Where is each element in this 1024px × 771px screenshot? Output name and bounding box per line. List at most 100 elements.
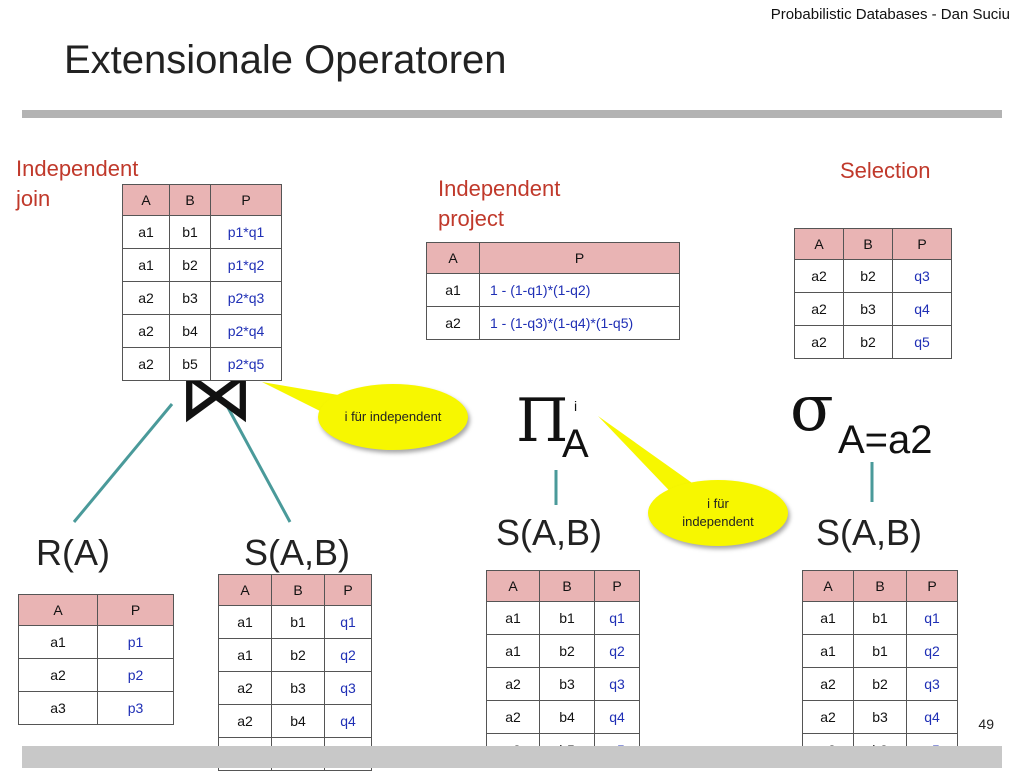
cell-probability: q2 — [906, 634, 958, 668]
table-header-row: A B P — [794, 228, 952, 260]
column-header: P — [324, 574, 372, 606]
sigma-subscript: A=a2 — [838, 418, 933, 462]
selection-label: Selection — [840, 158, 931, 183]
cell: b1 — [539, 601, 595, 635]
cell: a1 — [486, 601, 540, 635]
cell: b3 — [539, 667, 595, 701]
bubble-right-tail — [598, 416, 702, 506]
cell: a1 — [122, 215, 170, 249]
table-header-row: A P — [426, 242, 680, 274]
bubble-right-text: i für independent — [682, 496, 754, 529]
cell: a1 — [802, 634, 854, 668]
sigma-symbol: σ — [790, 372, 834, 446]
pi-superscript: i — [574, 398, 578, 414]
column-header: A — [486, 570, 540, 602]
cell: a1 — [122, 248, 170, 282]
cell-probability: p2*q4 — [210, 314, 282, 348]
cell-probability: q3 — [324, 671, 372, 705]
cell-probability: q1 — [594, 601, 640, 635]
join-to-r-line — [72, 403, 174, 523]
cell-probability: q1 — [906, 601, 958, 635]
bubble-left: i für independent — [318, 384, 468, 450]
cell-probability: q4 — [594, 700, 640, 734]
column-header: P — [906, 570, 958, 602]
cell: b1 — [169, 215, 211, 249]
table-header-row: A P — [18, 594, 174, 626]
column-header: B — [853, 570, 907, 602]
column-header: A — [802, 570, 854, 602]
join-label: Independent join — [16, 156, 139, 211]
cell: b4 — [169, 314, 211, 348]
cell: a2 — [486, 667, 540, 701]
cell: b1 — [271, 605, 325, 639]
cell-probability: q2 — [594, 634, 640, 668]
column-header: P — [892, 228, 952, 260]
cell-probability: p1*q1 — [210, 215, 282, 249]
cell: a2 — [486, 700, 540, 734]
table-header-row: A B P — [486, 570, 640, 602]
column-header: P — [97, 594, 174, 626]
column-header: A — [18, 594, 98, 626]
cell: b3 — [169, 281, 211, 315]
table-header-row: A B P — [218, 574, 372, 606]
title-divider — [22, 110, 1002, 118]
cell: b2 — [539, 634, 595, 668]
column-header: B — [539, 570, 595, 602]
cell: b3 — [843, 292, 893, 326]
cell: b3 — [271, 671, 325, 705]
cell: a2 — [802, 700, 854, 734]
cell: b3 — [853, 700, 907, 734]
column-header: A — [426, 242, 480, 274]
cell: a3 — [18, 691, 98, 725]
column-header: P — [210, 184, 282, 216]
cell-probability: q5 — [892, 325, 952, 359]
cell-probability: q3 — [892, 259, 952, 293]
page-number: 49 — [978, 716, 994, 732]
cell: a2 — [426, 306, 480, 340]
join-to-s-line — [224, 403, 292, 523]
cell: b1 — [853, 634, 907, 668]
cell: b2 — [853, 667, 907, 701]
cell-probability: p2 — [97, 658, 174, 692]
header-note: Probabilistic Databases - Dan Suciu — [770, 6, 1010, 23]
pi-symbol: Π — [516, 386, 569, 456]
bubble-left-text: i für independent — [344, 409, 442, 424]
cell-probability: p1*q2 — [210, 248, 282, 282]
cell: a1 — [18, 625, 98, 659]
cell: a1 — [218, 638, 272, 672]
table-header-row: A B P — [802, 570, 958, 602]
cell-probability: p1 — [97, 625, 174, 659]
cell-probability: q1 — [324, 605, 372, 639]
cell-probability: p2*q3 — [210, 281, 282, 315]
relation-s-project-name: S(A,B) — [496, 512, 603, 553]
cell: a2 — [218, 671, 272, 705]
cell: b2 — [271, 638, 325, 672]
relation-s-join-name: S(A,B) — [244, 532, 351, 573]
cell: a2 — [218, 704, 272, 738]
column-header: A — [218, 574, 272, 606]
cell-probability: q3 — [594, 667, 640, 701]
project-label: Independent project — [438, 176, 561, 231]
cell: b4 — [271, 704, 325, 738]
